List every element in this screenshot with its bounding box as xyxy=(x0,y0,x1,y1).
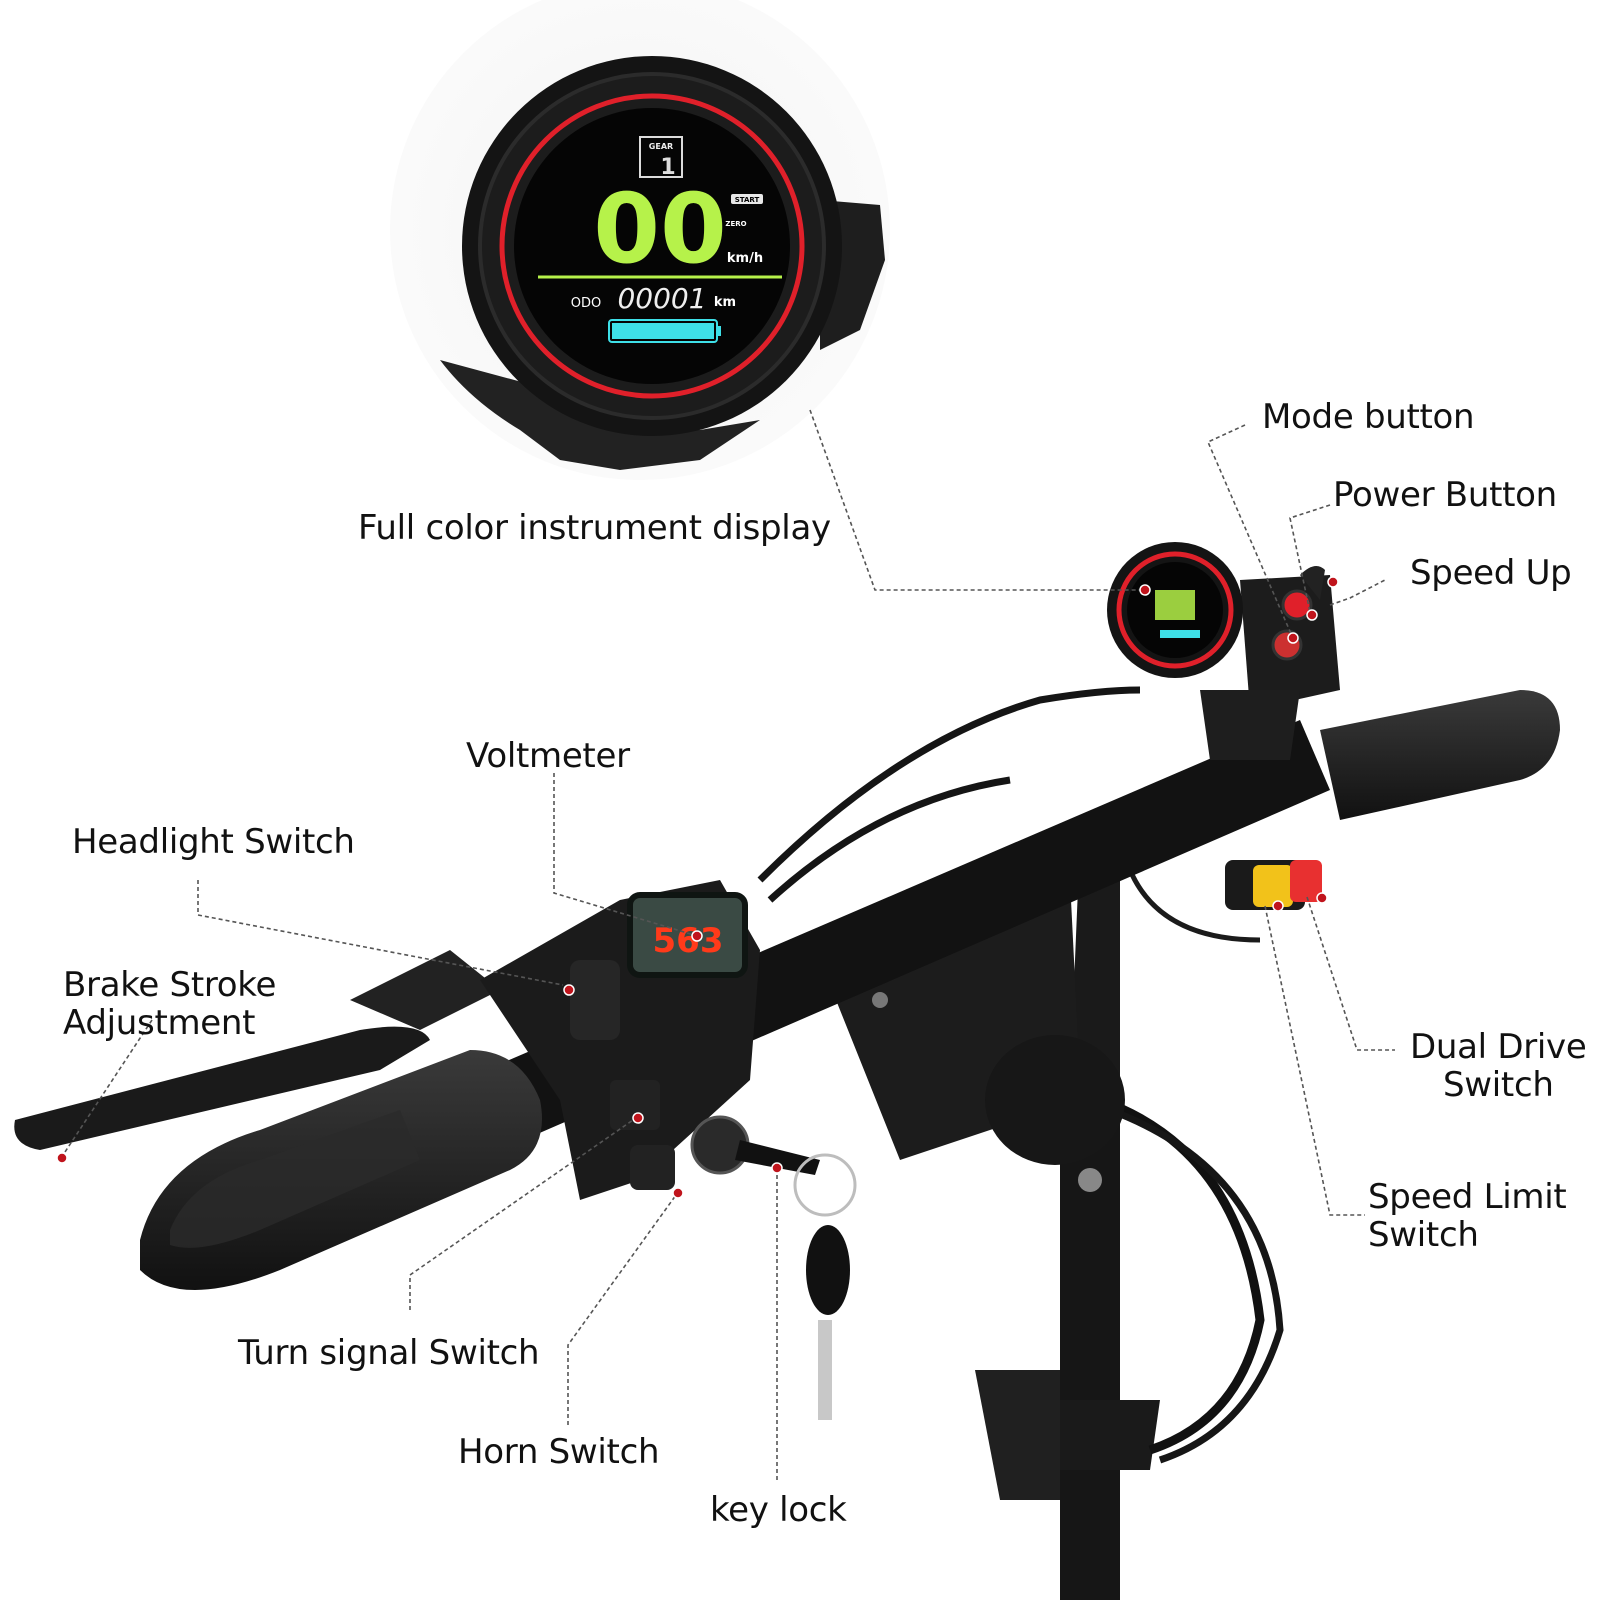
callout-dot-mode xyxy=(1287,632,1299,644)
odo-unit: km xyxy=(714,295,736,310)
callout-dot-speed-up xyxy=(1327,576,1339,588)
label-brake-stroke-1: Brake Stroke xyxy=(63,965,277,1005)
callout-dot-display xyxy=(1139,584,1151,596)
callout-dot-key-lock xyxy=(771,1162,783,1174)
label-headlight-switch: Headlight Switch xyxy=(72,822,355,862)
speed-limit-switch-body xyxy=(1253,865,1293,907)
label-speed-limit-2: Switch xyxy=(1368,1215,1479,1255)
key-blade xyxy=(818,1320,832,1420)
label-voltmeter: Voltmeter xyxy=(466,736,630,776)
key-ring xyxy=(793,1153,857,1217)
battery-fill xyxy=(612,323,714,339)
horn-switch-body xyxy=(630,1145,675,1190)
voltmeter xyxy=(627,892,748,978)
callout-dot-dual-drive xyxy=(1316,892,1328,904)
callout-dot-brake xyxy=(56,1152,68,1164)
label-speed-limit-1: Speed Limit xyxy=(1368,1177,1567,1217)
gear-value: 1 xyxy=(660,155,675,180)
label-mode-button: Mode button xyxy=(1262,397,1475,437)
zoomed-instrument-display: GEAR 1 00 START ZERO km/h ODO 00001 km xyxy=(440,56,885,470)
label-dual-drive-1: Dual Drive xyxy=(1410,1027,1587,1067)
speed-unit: km/h xyxy=(727,251,763,266)
label-horn-switch: Horn Switch xyxy=(458,1432,660,1472)
key-fob xyxy=(806,1225,850,1315)
odo-label: ODO xyxy=(571,296,601,311)
start-tag xyxy=(731,194,763,204)
callout-dots xyxy=(56,576,1339,1199)
gear-label: GEAR xyxy=(649,142,673,151)
zero-tag: ZERO xyxy=(725,220,746,228)
dual-drive-switch-body xyxy=(1290,860,1322,902)
label-dual-drive-2: Switch xyxy=(1443,1065,1554,1105)
display-red-ring xyxy=(499,93,805,399)
headlight-switch-body xyxy=(570,960,620,1040)
label-key-lock: key lock xyxy=(710,1490,847,1530)
right-grip xyxy=(1320,690,1560,820)
label-brake-stroke-2: Adjustment xyxy=(63,1003,256,1043)
throttle-lever xyxy=(1300,566,1325,600)
callout-dot-power xyxy=(1306,609,1318,621)
callout-dot-turn-signal xyxy=(632,1112,644,1124)
label-turn-signal-switch: Turn signal Switch xyxy=(238,1333,540,1373)
label-power-button: Power Button xyxy=(1333,475,1557,515)
svg-text:START: START xyxy=(735,196,760,204)
callout-lines xyxy=(62,409,1395,1480)
callout-dot-headlight xyxy=(563,984,575,996)
label-speed-up: Speed Up xyxy=(1410,553,1572,593)
speed-readout: 00 xyxy=(593,173,727,285)
odo-value: 00001 xyxy=(617,282,706,315)
brake-lever xyxy=(14,1026,431,1150)
power-button-body xyxy=(1281,589,1313,621)
scooter-body: 563 xyxy=(14,542,1560,1600)
callout-dot-speed-limit xyxy=(1272,900,1284,912)
label-instrument-display: Full color instrument display xyxy=(358,508,831,548)
gear-box xyxy=(639,136,683,178)
display-screen xyxy=(514,108,790,384)
callout-dot-voltmeter xyxy=(691,930,703,942)
voltmeter-reading: 563 xyxy=(653,921,724,961)
callout-dot-horn xyxy=(672,1187,684,1199)
turn-signal-switch-body xyxy=(610,1080,660,1130)
